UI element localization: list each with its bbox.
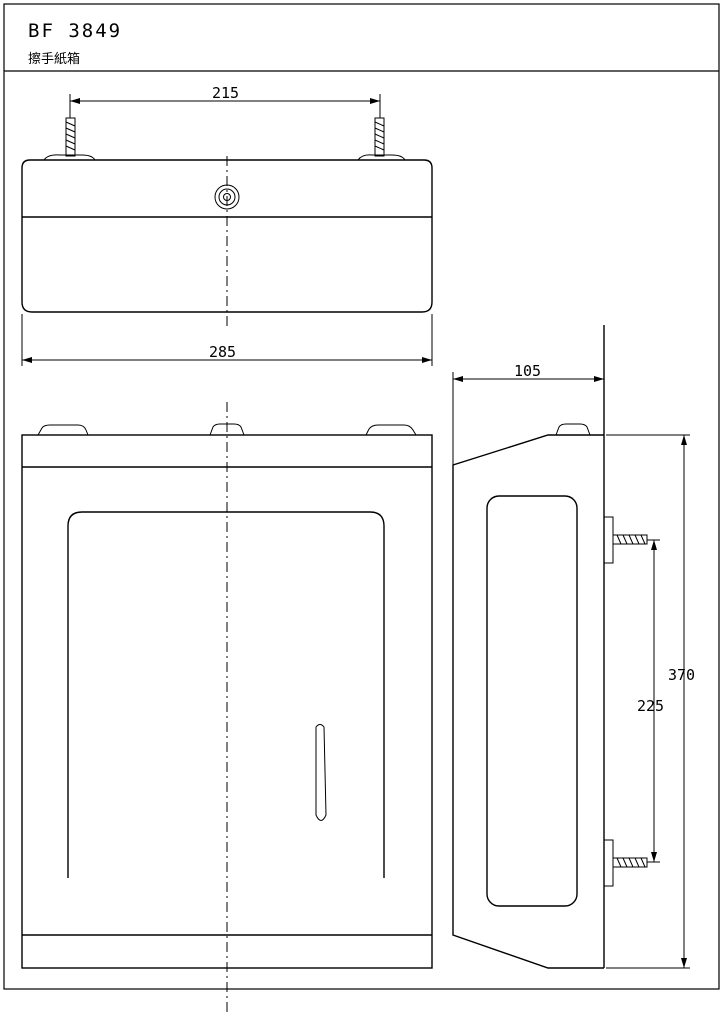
side-tab bbox=[555, 423, 591, 436]
side-window bbox=[486, 495, 578, 907]
dimension-370: 370 bbox=[606, 434, 695, 969]
product-name: 擦手紙箱 bbox=[28, 51, 80, 67]
dimension-label-370: 370 bbox=[668, 666, 695, 684]
wall-bolt-left bbox=[43, 117, 96, 161]
front-window bbox=[67, 511, 385, 878]
title-block: BF 3849 擦手紙箱 bbox=[28, 20, 122, 67]
front-tab-left bbox=[37, 424, 89, 436]
side-view-body bbox=[452, 434, 604, 969]
model-number: BF 3849 bbox=[28, 20, 122, 42]
dimension-105: 105 bbox=[452, 362, 604, 465]
front-tab-right bbox=[365, 424, 417, 436]
side-bolt-upper bbox=[603, 516, 648, 564]
dimension-label-285: 285 bbox=[209, 343, 236, 361]
dimension-label-215: 215 bbox=[212, 84, 239, 102]
top-view-body bbox=[21, 159, 433, 313]
dimension-label-105: 105 bbox=[514, 362, 541, 380]
front-view bbox=[21, 402, 433, 1012]
dimension-285: 285 bbox=[21, 314, 433, 366]
side-view: 105 370 225 bbox=[452, 325, 695, 969]
top-view: 215 285 bbox=[21, 84, 433, 366]
dimension-label-225: 225 bbox=[637, 697, 664, 715]
dispense-slot-handle[interactable] bbox=[315, 724, 327, 821]
dimension-215: 215 bbox=[69, 84, 381, 118]
drawing-frame bbox=[3, 3, 720, 990]
side-bolt-lower bbox=[603, 839, 648, 887]
wall-bolt-right bbox=[357, 117, 406, 161]
dimension-225: 225 bbox=[637, 539, 664, 863]
